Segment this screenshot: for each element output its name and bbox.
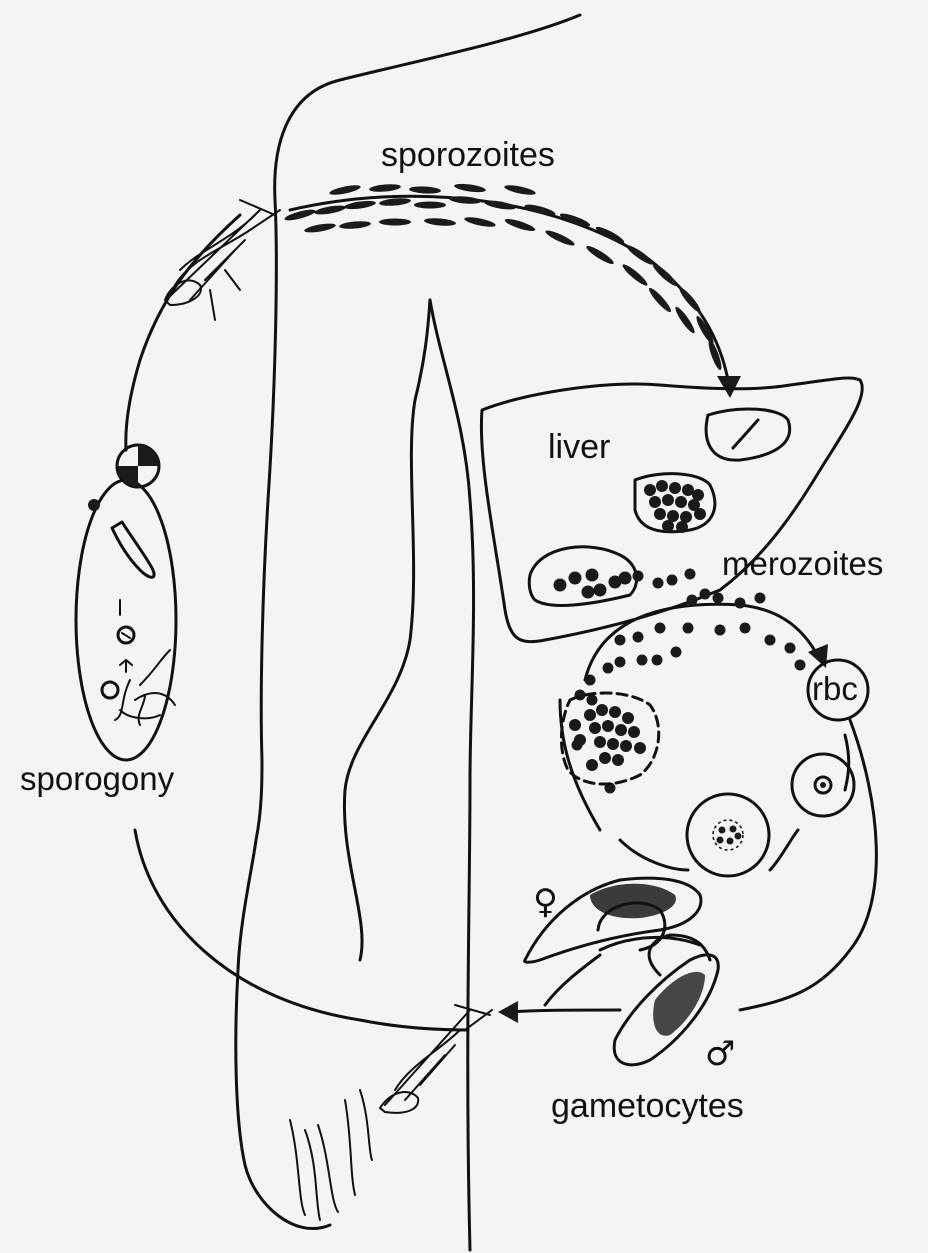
life-cycle-arrows — [126, 196, 877, 1030]
sporogony-label: sporogony — [20, 760, 175, 797]
sporozoites-label: sporozoites — [381, 136, 555, 174]
mosquito-top-icon — [165, 200, 280, 320]
oocyst-sphere — [117, 445, 159, 487]
merozoites-label: merozoites — [722, 545, 883, 582]
male-symbol: ♂ — [705, 1034, 735, 1074]
mosquito-bottom-icon — [380, 1005, 492, 1113]
liver-label: liver — [548, 428, 610, 466]
liver-organ — [481, 378, 862, 642]
rbc-label: rbc — [812, 670, 858, 707]
gametocytes-label: gametocytes — [551, 1087, 744, 1125]
ruptured-rbc-cluster — [561, 693, 658, 784]
schizont-cell — [687, 794, 769, 876]
female-symbol: ♀ — [533, 882, 558, 922]
mosquito-gut-oval — [76, 480, 176, 760]
male-gametocyte — [614, 935, 718, 1065]
sporozoites-stream — [284, 182, 724, 371]
